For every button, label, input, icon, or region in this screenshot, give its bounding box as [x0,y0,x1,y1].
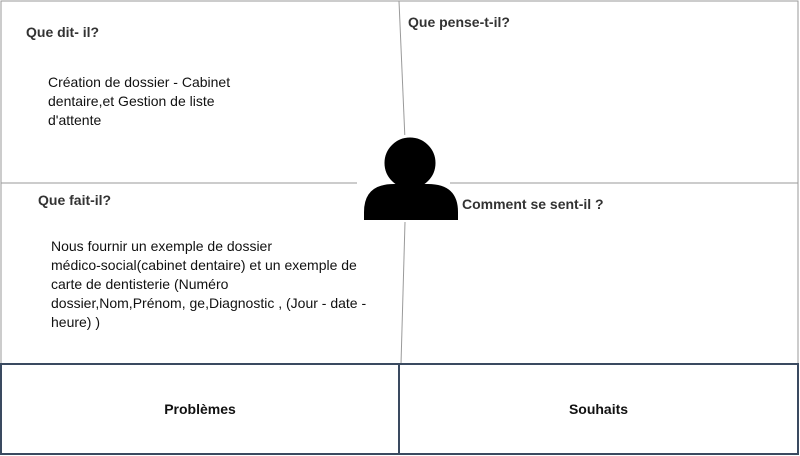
says-text: Création de dossier - Cabinet dentaire,e… [48,73,230,130]
does-text-line: dossier,Nom,Prénom, ge,Diagnostic , (Jou… [51,295,367,311]
does-text-line: médico-social(cabinet dentaire) et un ex… [51,257,357,273]
says-text-line: Création de dossier - Cabinet [48,74,231,90]
says-text-line: d'attente [48,112,102,128]
divider-vertical-bottom [400,221,406,365]
says-text-line: dentaire,et Gestion de liste [48,93,215,109]
gains-box [398,363,799,455]
person-icon [364,134,458,220]
divider-vertical-top [398,0,406,141]
thinks-title: Que pense-t-il? [408,14,510,30]
does-text-line: heure) ) [51,314,101,330]
does-text: Nous fournir un exemple de dossier médic… [51,237,366,332]
gains-label: Souhaits [568,401,629,417]
feels-title: Comment se sent-il ? [462,196,604,212]
does-title: Que fait-il? [38,192,112,208]
pains-label: Problèmes [164,401,236,417]
does-text-line: Nous fournir un exemple de dossier [51,238,273,254]
says-title: Que dit- il? [26,24,100,40]
does-text-line: carte de dentisterie (Numéro [51,276,229,292]
